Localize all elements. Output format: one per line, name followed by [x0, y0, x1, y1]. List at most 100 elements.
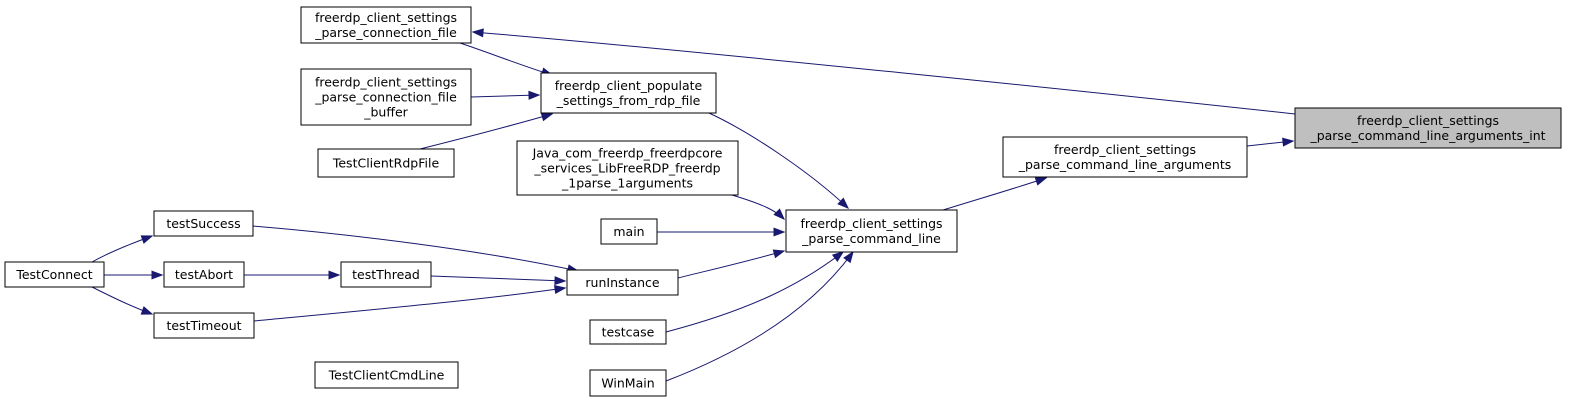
node-box [589, 369, 667, 397]
arrowhead-icon [1034, 177, 1048, 186]
edge-n_main-to-n_pcl [657, 227, 786, 237]
edge-line [459, 42, 553, 76]
arrowhead-icon [772, 249, 786, 259]
node-box [153, 210, 254, 237]
node-label-line: _settings_from_rdp_file [556, 93, 701, 108]
edge-n_pop-to-n_pcl [708, 112, 850, 209]
node-int[interactable]: freerdp_client_settings_parse_command_li… [1294, 107, 1562, 149]
node-label-line: TestClientCmdLine [328, 368, 445, 383]
node-box [600, 218, 658, 245]
node-label-line: _parse_connection_file [314, 25, 457, 40]
node-label-line: _parse_command_line_arguments_int [1309, 128, 1545, 143]
node-pcl[interactable]: freerdp_client_settings_parse_command_li… [785, 209, 958, 253]
node-label-line: TestClientRdpFile [332, 156, 440, 171]
node-tabort[interactable]: testAbort [163, 261, 245, 288]
edge-line [708, 112, 849, 209]
node-box [340, 261, 432, 288]
node-box [4, 261, 105, 288]
edge-n_pcl-to-n_cla [939, 177, 1048, 212]
edge-n_cla-to-n_int [1246, 137, 1295, 147]
edge-line [677, 250, 785, 279]
node-label-line: runInstance [585, 275, 659, 290]
edge-n_tcase-to-n_pcl [665, 251, 845, 333]
node-label-line: testcase [602, 325, 655, 340]
node-pcfb[interactable]: freerdp_client_settings_parse_connection… [300, 68, 472, 126]
edge-n_run-to-n_pcl [677, 249, 786, 279]
node-label-line: testSuccess [166, 216, 240, 231]
edge-n_tconn-to-n_tsucc [91, 235, 154, 263]
node-run[interactable]: runInstance [566, 269, 679, 296]
node-label-line: TestConnect [15, 267, 92, 282]
arrowhead-icon [843, 250, 854, 264]
node-ttime[interactable]: testTimeout [153, 312, 255, 339]
node-label-line: testTimeout [166, 318, 241, 333]
node-label-line: _services_LibFreeRDP_freerdp [533, 161, 720, 176]
edge-line [430, 275, 566, 282]
node-label-line: Java_com_freerdp_freerdpcore [532, 146, 723, 161]
node-label-line: testThread [352, 267, 420, 282]
node-label-line: freerdp_client_populate [555, 78, 703, 93]
node-box [540, 72, 717, 114]
node-box [300, 6, 472, 44]
arrowhead-icon [151, 270, 164, 280]
edge-n_pcf-to-n_int [471, 28, 1296, 115]
edge-line [252, 225, 579, 272]
node-label-line: _parse_connection_file [314, 90, 457, 105]
edge-line [470, 94, 540, 98]
node-label-line: _parse_command_line_arguments [1018, 157, 1232, 172]
arrowhead-icon [140, 306, 154, 315]
node-box [785, 209, 958, 253]
edge-n_tabort-to-n_tthr [244, 270, 341, 280]
node-tcmd[interactable]: TestClientCmdLine [314, 361, 459, 389]
node-label-line: freerdp_client_settings [800, 216, 942, 231]
node-label-line: main [613, 224, 644, 239]
node-box [589, 319, 667, 345]
node-pop[interactable]: freerdp_client_populate_settings_from_rd… [540, 72, 717, 114]
arrowhead-icon [553, 284, 567, 294]
node-win[interactable]: WinMain [589, 369, 667, 397]
nodes-layer: freerdp_client_settings_parse_command_li… [4, 6, 1562, 397]
node-tcase[interactable]: testcase [589, 319, 667, 345]
node-box [317, 148, 455, 178]
edge-line [665, 251, 844, 333]
node-tthr[interactable]: testThread [340, 261, 432, 288]
node-label-line: _1parse_1arguments [561, 176, 693, 191]
arrowhead-icon [1282, 137, 1295, 147]
node-label-line: freerdp_client_settings [315, 75, 457, 90]
edge-n_tconn-to-n_ttime [91, 286, 154, 315]
node-pcf[interactable]: freerdp_client_settings_parse_connection… [300, 6, 472, 44]
node-box [300, 68, 472, 126]
edge-n_trdp-to-n_pop [419, 112, 554, 150]
edge-n_pcf-to-n_pop [459, 42, 554, 77]
node-tsucc[interactable]: testSuccess [153, 210, 254, 237]
node-tconn[interactable]: TestConnect [4, 261, 105, 288]
node-java[interactable]: Java_com_freerdp_freerdpcore_services_Li… [516, 140, 739, 196]
node-label-line: freerdp_client_settings [1054, 142, 1196, 157]
node-box [566, 269, 679, 296]
node-main[interactable]: main [600, 218, 658, 245]
arrowhead-icon [328, 270, 341, 280]
node-label-line: freerdp_client_settings [1357, 113, 1499, 128]
arrowhead-icon [773, 208, 785, 220]
edge-line [472, 31, 1296, 115]
node-label-line: WinMain [601, 376, 654, 391]
arrowhead-icon [140, 235, 154, 244]
node-box [516, 140, 739, 196]
arrowhead-icon [554, 276, 567, 286]
node-cla[interactable]: freerdp_client_settings_parse_command_li… [1002, 136, 1248, 178]
arrowhead-icon [528, 90, 541, 100]
edge-n_pcfb-to-n_pop [470, 90, 541, 100]
arrowhead-icon [837, 197, 850, 209]
node-box [1002, 136, 1248, 178]
edge-line [253, 287, 566, 322]
arrowhead-icon [540, 112, 554, 122]
edge-n_ttime-to-n_run [253, 284, 567, 322]
node-trdp[interactable]: TestClientRdpFile [317, 148, 455, 178]
node-label-line: freerdp_client_settings [315, 10, 457, 25]
edge-n_tconn-to-n_tabort [104, 270, 164, 280]
node-box [1294, 107, 1562, 149]
node-box [153, 312, 255, 339]
node-label-line: _buffer [363, 105, 408, 120]
edge-line [419, 113, 553, 150]
